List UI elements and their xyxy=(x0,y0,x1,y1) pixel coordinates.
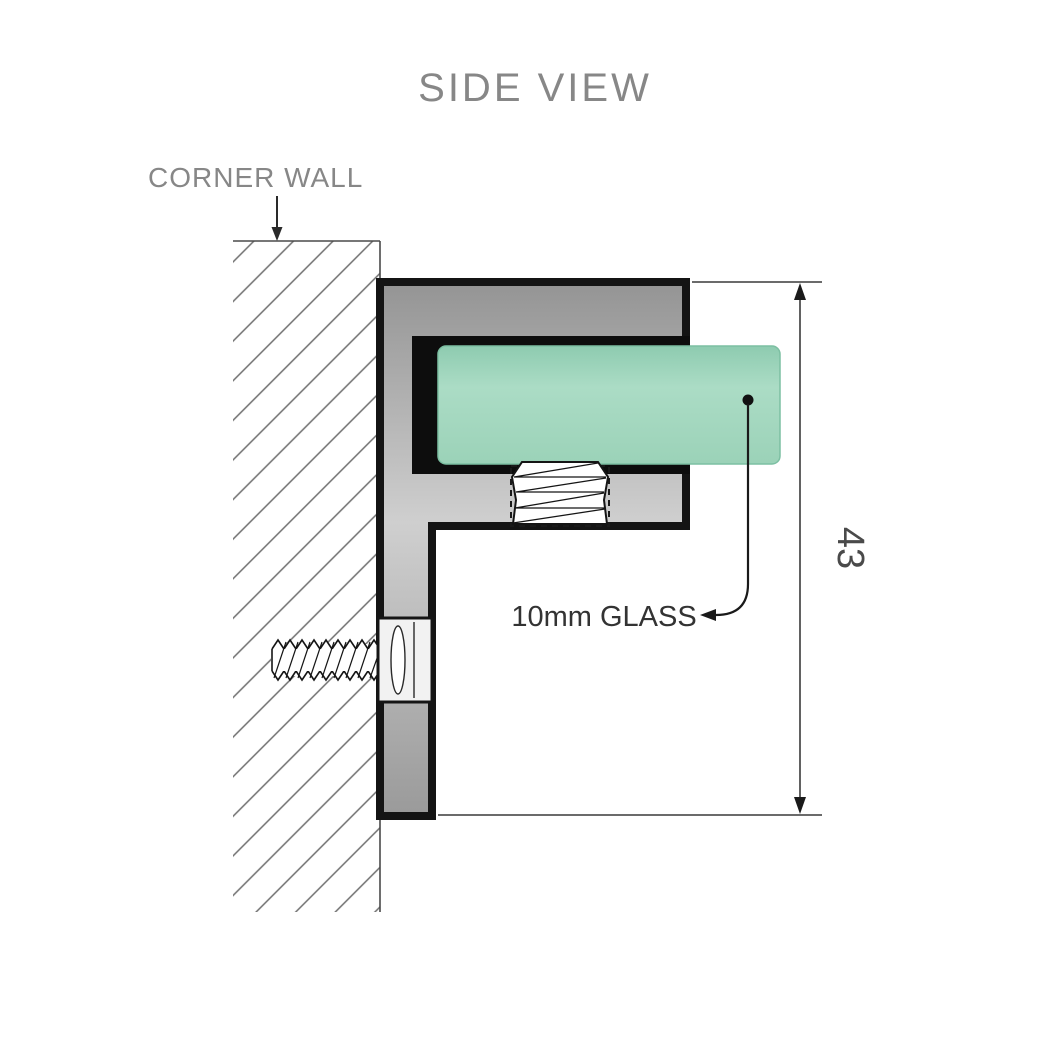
wall-screw-thread-top xyxy=(271,638,381,651)
glass-label: 10mm GLASS xyxy=(511,601,696,633)
wall-screw xyxy=(271,616,434,704)
grub-screw-body xyxy=(510,461,610,525)
dimension-label: 43 xyxy=(829,527,871,569)
corner-wall-label: CORNER WALL xyxy=(148,162,363,193)
glass-leader-dot xyxy=(742,394,754,406)
glass-leader-arrowhead-icon xyxy=(700,609,716,621)
dimension-43: 43 xyxy=(438,281,871,816)
glass-callout: 10mm GLASS xyxy=(511,394,754,633)
corner-wall-callout: CORNER WALL xyxy=(148,162,363,241)
wall-hatching xyxy=(233,241,380,912)
glass-panel xyxy=(437,345,781,465)
wall-screw-helix-lines xyxy=(273,641,381,679)
glass-leader-line xyxy=(704,404,750,617)
dimension-arrowhead-top-icon xyxy=(794,283,806,300)
grub-screw xyxy=(510,461,610,527)
grub-screw-threads xyxy=(512,462,607,524)
corner-wall-arrowhead-icon xyxy=(271,227,283,241)
diagram-title: SIDE VIEW xyxy=(418,66,652,110)
wall-screw-anchor-detail xyxy=(390,625,406,695)
dimension-arrowhead-bottom-icon xyxy=(794,797,806,814)
wall xyxy=(233,240,381,912)
